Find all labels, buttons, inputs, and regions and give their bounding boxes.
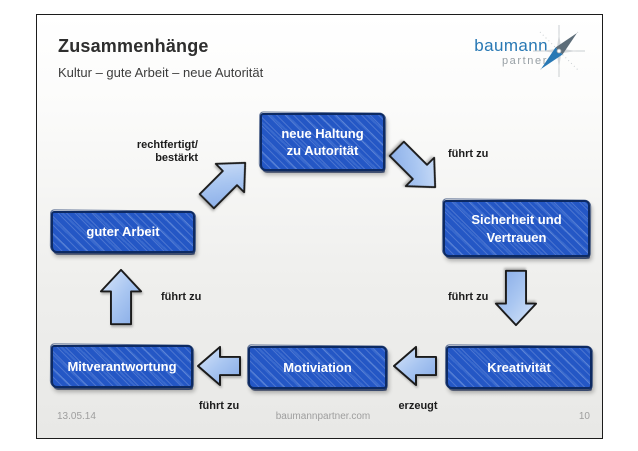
arrow-ne-icon bbox=[190, 146, 262, 218]
arrow-se-icon bbox=[380, 132, 452, 204]
logo-partner-text: partner bbox=[501, 55, 548, 67]
edge-label-erzeugt: erzeugt bbox=[398, 400, 438, 412]
edge-label-fuehrt-zu-top-right: führt zu bbox=[448, 148, 489, 160]
box-neue-haltung: neue Haltung zu Autorität bbox=[260, 113, 385, 171]
footer-page-number: 10 bbox=[578, 411, 590, 422]
arrow-up-icon bbox=[99, 268, 143, 326]
box-mitverantwortung: Mitverantwortung bbox=[51, 345, 193, 388]
footer-website: baumannpartner.com bbox=[275, 411, 371, 422]
arrow-left-icon bbox=[392, 345, 438, 387]
edge-label-fuehrt-zu-left: führt zu bbox=[161, 291, 202, 303]
edge-label-fuehrt-zu-bottom: führt zu bbox=[198, 400, 240, 412]
box-guter-arbeit: guter Arbeit bbox=[51, 211, 195, 253]
slide-title: Zusammenhänge bbox=[58, 36, 209, 56]
logo-brand-text: baumann bbox=[474, 36, 548, 55]
edge-label-rechtfertigt: rechtfertigt/ bestärkt bbox=[136, 139, 198, 164]
slide-subtitle: Kultur – gute Arbeit – neue Autorität bbox=[58, 65, 264, 80]
arrow-left-icon bbox=[196, 345, 242, 387]
box-motiviation: Motiviation bbox=[248, 346, 387, 389]
logo: baumann partner bbox=[474, 37, 548, 67]
box-kreativitaet: Kreativität bbox=[446, 346, 592, 389]
compass-icon bbox=[533, 25, 585, 77]
footer-date: 13.05.14 bbox=[57, 411, 96, 422]
slide-canvas: Zusammenhänge Kultur – gute Arbeit – neu… bbox=[36, 14, 603, 439]
box-sicherheit-vertrauen: Sicherheit und Vertrauen bbox=[443, 200, 590, 257]
edge-label-fuehrt-zu-right: führt zu bbox=[448, 291, 489, 303]
arrow-down-icon bbox=[494, 269, 538, 327]
